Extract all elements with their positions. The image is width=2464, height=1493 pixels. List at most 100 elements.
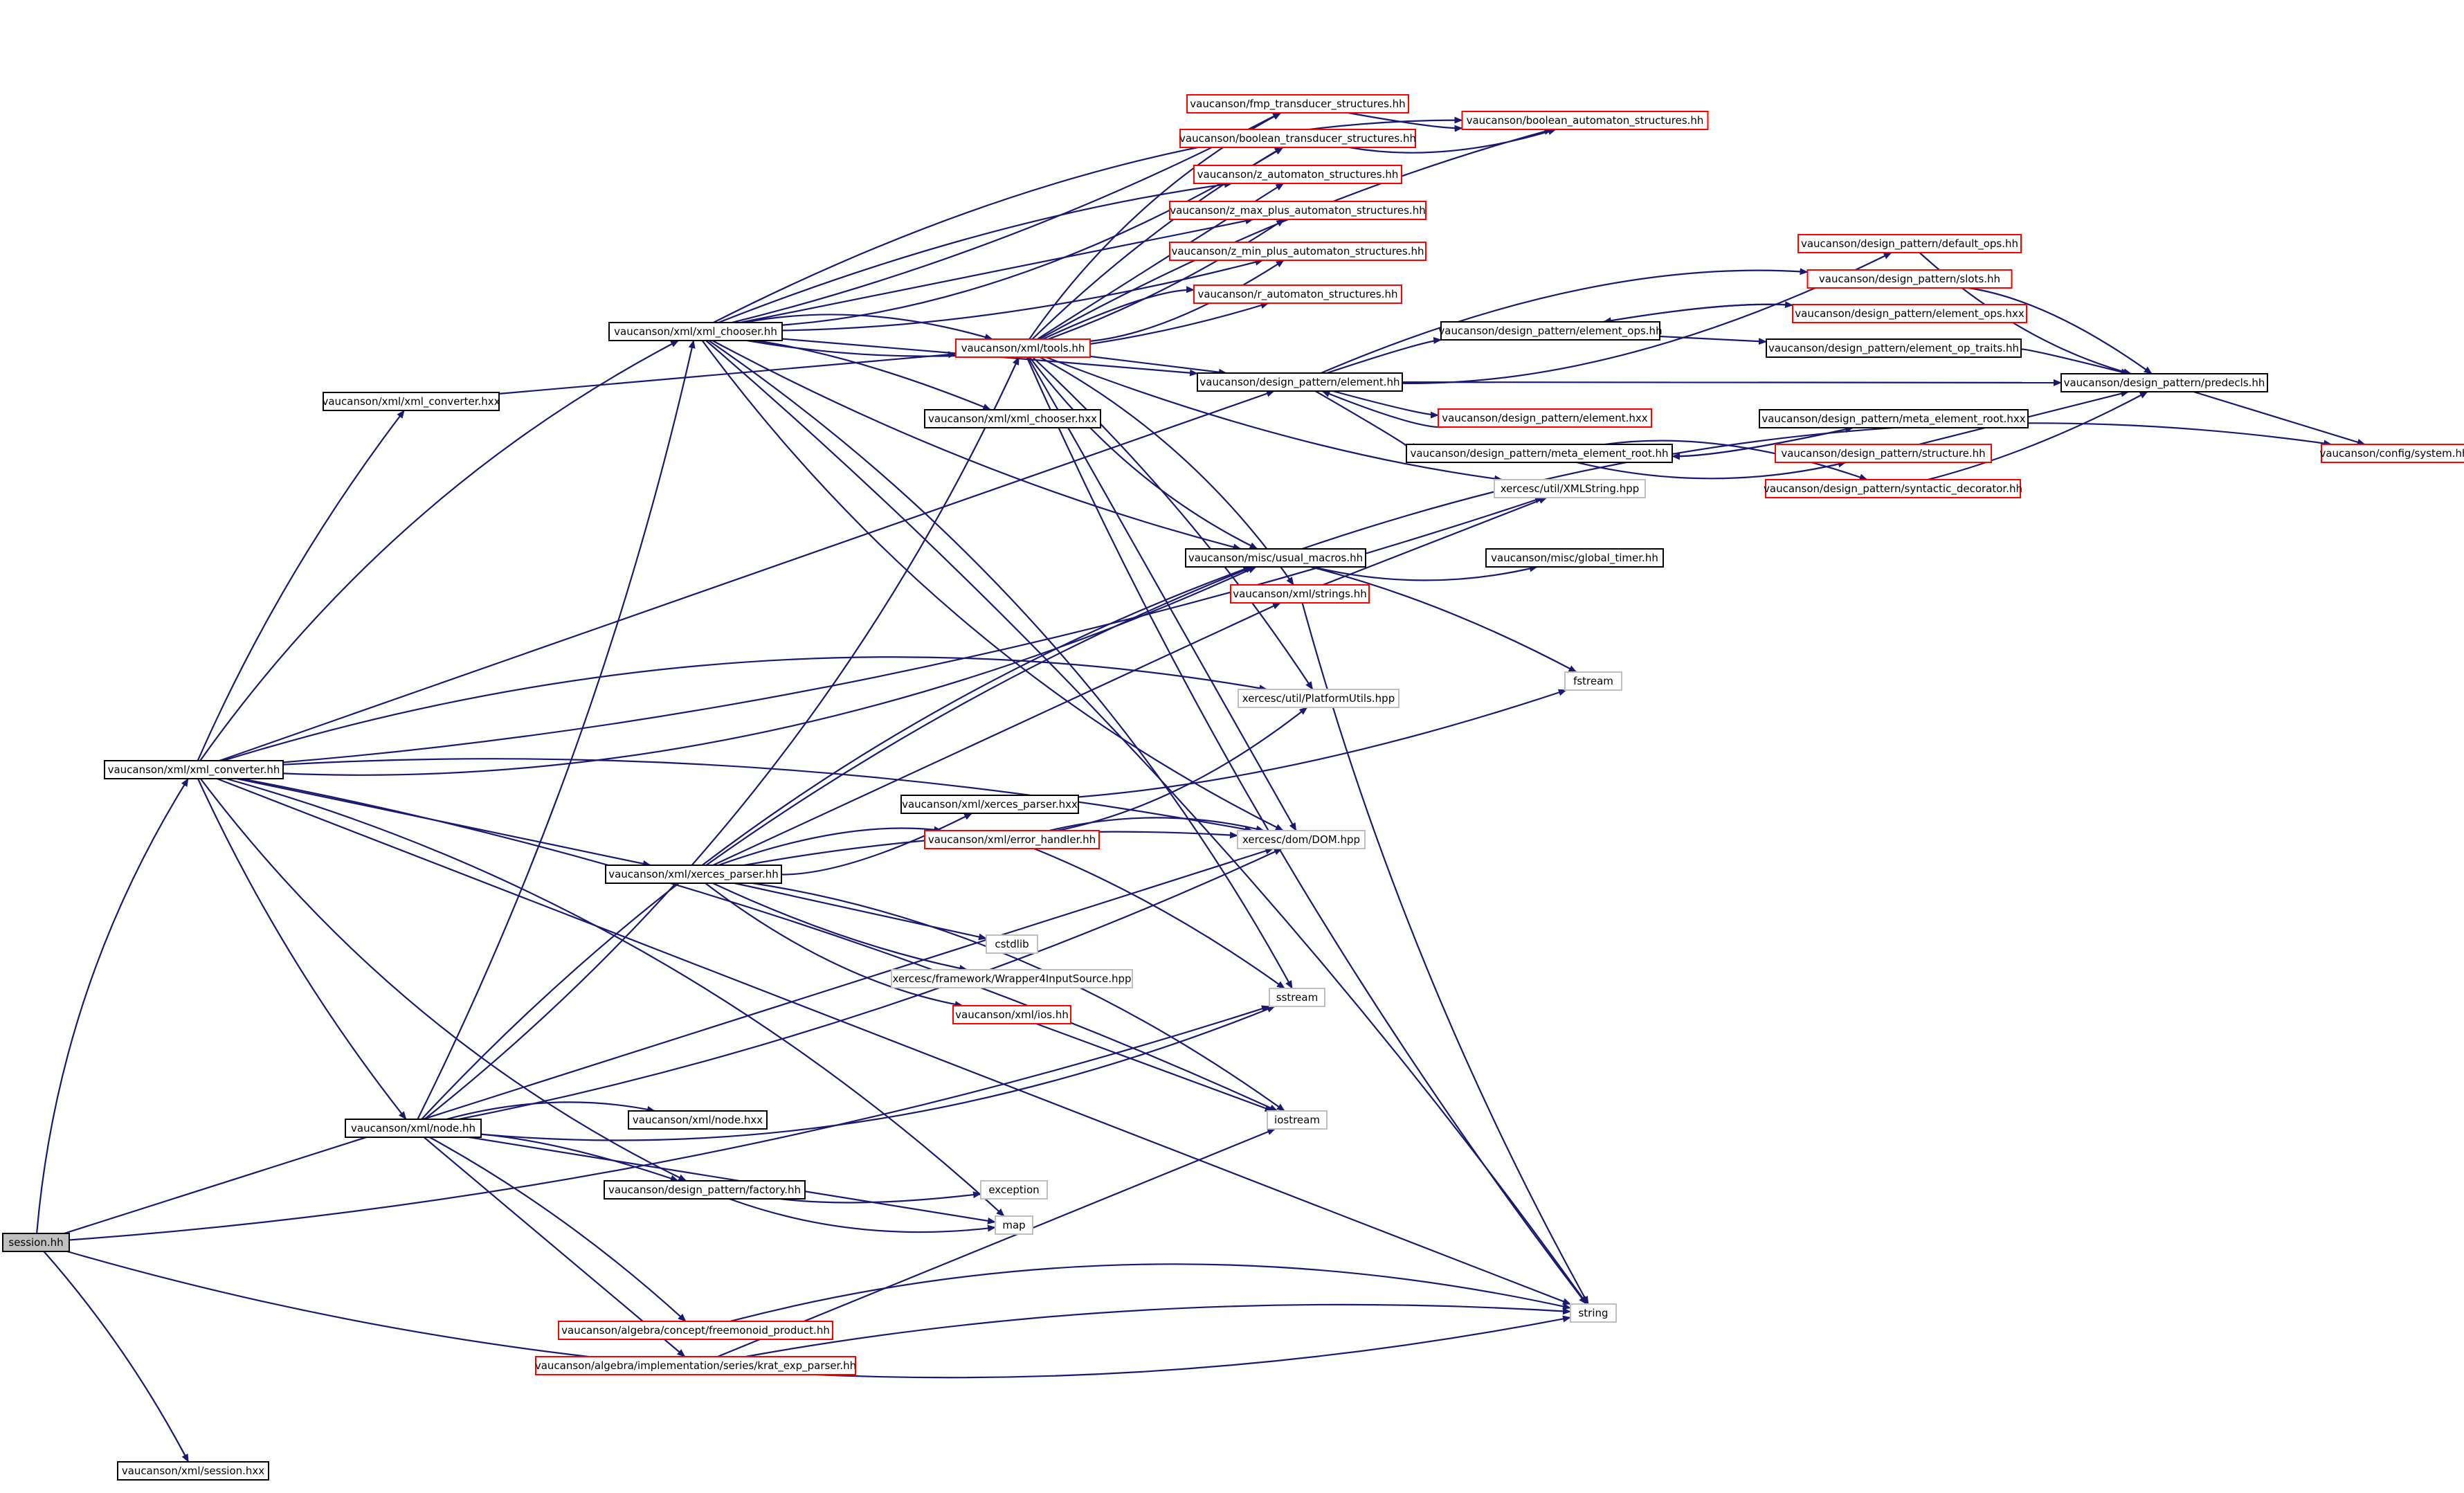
node-box-bool_auto[interactable] <box>1461 111 1709 130</box>
node-session[interactable]: session.hh <box>2 1233 70 1252</box>
node-usual_macros[interactable]: vaucanson/misc/usual_macros.hh <box>1185 548 1366 568</box>
node-factory[interactable]: vaucanson/design_pattern/factory.hh <box>604 1180 806 1200</box>
node-box-strings[interactable] <box>1230 584 1370 604</box>
node-xerces_parser_hxx[interactable]: vaucanson/xml/xerces_parser.hxx <box>900 795 1079 814</box>
node-box-xml_chooser_hxx[interactable] <box>924 409 1101 428</box>
node-box-element_op_traits[interactable] <box>1766 338 2022 358</box>
node-box-xml_converter_hxx[interactable] <box>323 392 500 411</box>
node-box-default_ops[interactable] <box>1797 234 2022 253</box>
node-predecls[interactable]: vaucanson/design_pattern/predecls.hh <box>2060 373 2268 392</box>
node-box-element_ops_hxx[interactable] <box>1792 304 2027 323</box>
node-box-element_hh[interactable] <box>1197 372 1403 392</box>
node-structure[interactable]: vaucanson/design_pattern/structure.hh <box>1775 444 1992 463</box>
node-box-sstream[interactable] <box>1269 988 1325 1007</box>
node-box-factory[interactable] <box>604 1180 806 1200</box>
node-cstdlib[interactable]: cstdlib <box>986 934 1038 954</box>
node-box-krat_exp[interactable] <box>535 1356 856 1375</box>
node-box-exception[interactable] <box>980 1180 1048 1200</box>
node-xmlstring[interactable]: xercesc/util/XMLString.hpp <box>1494 479 1646 498</box>
node-box-predecls[interactable] <box>2060 373 2268 392</box>
node-box-tools[interactable] <box>955 338 1091 358</box>
node-system[interactable]: vaucanson/config/system.hh <box>2319 444 2464 463</box>
node-element_ops_hxx[interactable]: vaucanson/design_pattern/element_ops.hxx <box>1792 304 2027 323</box>
node-fmp[interactable]: vaucanson/fmp_transducer_structures.hh <box>1186 94 1409 114</box>
node-box-fstream[interactable] <box>1564 671 1622 691</box>
node-xml_converter_hxx[interactable]: vaucanson/xml/xml_converter.hxx <box>322 392 500 411</box>
node-box-slots[interactable] <box>1806 269 2013 289</box>
node-box-xml_chooser_hh[interactable] <box>608 322 783 341</box>
node-box-session_hxx[interactable] <box>117 1461 269 1481</box>
node-strings[interactable]: vaucanson/xml/strings.hh <box>1230 584 1370 604</box>
node-bool_trans[interactable]: vaucanson/boolean_transducer_structures.… <box>1179 129 1416 148</box>
node-box-node_hxx[interactable] <box>628 1110 768 1130</box>
node-z_max[interactable]: vaucanson/z_max_plus_automaton_structure… <box>1169 201 1426 220</box>
node-element_hh[interactable]: vaucanson/design_pattern/element.hh <box>1197 372 1403 392</box>
node-platform[interactable]: xercesc/util/PlatformUtils.hpp <box>1238 689 1399 708</box>
node-fstream[interactable]: fstream <box>1564 671 1622 691</box>
node-xml_converter_hh[interactable]: vaucanson/xml/xml_converter.hh <box>104 760 284 779</box>
node-freemonoid[interactable]: vaucanson/algebra/concept/freemonoid_pro… <box>558 1321 833 1340</box>
node-meta_root[interactable]: vaucanson/design_pattern/meta_element_ro… <box>1759 409 2029 428</box>
node-box-error_handler[interactable] <box>924 830 1100 849</box>
node-wrapper[interactable]: xercesc/framework/Wrapper4InputSource.hp… <box>891 969 1133 988</box>
node-box-z_min[interactable] <box>1169 242 1426 261</box>
node-meta_hh[interactable]: vaucanson/design_pattern/meta_element_ro… <box>1406 444 1673 463</box>
node-ios[interactable]: vaucanson/xml/ios.hh <box>952 1005 1071 1024</box>
node-z_auto[interactable]: vaucanson/z_automaton_structures.hh <box>1193 165 1402 184</box>
node-box-xerces_parser_hxx[interactable] <box>900 795 1079 814</box>
node-box-platform[interactable] <box>1238 689 1399 708</box>
node-box-dom[interactable] <box>1237 830 1366 849</box>
node-exception[interactable]: exception <box>980 1180 1048 1200</box>
node-session_hxx[interactable]: vaucanson/xml/session.hxx <box>117 1461 269 1481</box>
node-box-meta_root[interactable] <box>1759 409 2029 428</box>
node-slots[interactable]: vaucanson/design_pattern/slots.hh <box>1806 269 2013 289</box>
node-element_op_traits[interactable]: vaucanson/design_pattern/element_op_trai… <box>1766 338 2022 358</box>
node-box-syntactic[interactable] <box>1765 479 2021 498</box>
node-box-cstdlib[interactable] <box>986 934 1038 954</box>
node-node_hh[interactable]: vaucanson/xml/node.hh <box>345 1119 482 1138</box>
node-box-element_hxx[interactable] <box>1438 408 1652 428</box>
node-box-system[interactable] <box>2321 444 2464 463</box>
node-iostream[interactable]: iostream <box>1267 1110 1328 1130</box>
node-krat_exp[interactable]: vaucanson/algebra/implementation/series/… <box>535 1356 856 1375</box>
node-element_hxx[interactable]: vaucanson/design_pattern/element.hxx <box>1438 408 1652 428</box>
node-box-global_timer[interactable] <box>1485 548 1664 568</box>
node-box-fmp[interactable] <box>1186 94 1409 114</box>
node-box-session[interactable] <box>2 1233 70 1252</box>
node-box-usual_macros[interactable] <box>1185 548 1366 568</box>
node-r_auto[interactable]: vaucanson/r_automaton_structures.hh <box>1193 284 1402 304</box>
node-string[interactable]: string <box>1570 1303 1617 1323</box>
node-sstream[interactable]: sstream <box>1269 988 1325 1007</box>
node-box-meta_hh[interactable] <box>1406 444 1673 463</box>
node-box-bool_trans[interactable] <box>1179 129 1416 148</box>
node-box-string[interactable] <box>1570 1303 1617 1323</box>
node-box-xerces_parser_hh[interactable] <box>605 865 782 884</box>
node-box-structure[interactable] <box>1775 444 1992 463</box>
node-xml_chooser_hxx[interactable]: vaucanson/xml/xml_chooser.hxx <box>924 409 1101 428</box>
node-z_min[interactable]: vaucanson/z_min_plus_automaton_structure… <box>1169 242 1426 261</box>
node-syntactic[interactable]: vaucanson/design_pattern/syntactic_decor… <box>1764 479 2022 498</box>
node-box-xml_converter_hh[interactable] <box>104 760 284 779</box>
node-box-element_ops_hh[interactable] <box>1440 321 1660 341</box>
node-box-freemonoid[interactable] <box>558 1321 833 1340</box>
node-bool_auto[interactable]: vaucanson/boolean_automaton_structures.h… <box>1461 111 1709 130</box>
node-tools[interactable]: vaucanson/xml/tools.hh <box>955 338 1091 358</box>
node-global_timer[interactable]: vaucanson/misc/global_timer.hh <box>1485 548 1664 568</box>
node-dom[interactable]: xercesc/dom/DOM.hpp <box>1237 830 1366 849</box>
node-box-xmlstring[interactable] <box>1494 479 1646 498</box>
node-box-wrapper[interactable] <box>891 969 1133 988</box>
node-node_hxx[interactable]: vaucanson/xml/node.hxx <box>628 1110 768 1130</box>
node-box-r_auto[interactable] <box>1193 284 1402 304</box>
node-box-ios[interactable] <box>952 1005 1071 1024</box>
node-error_handler[interactable]: vaucanson/xml/error_handler.hh <box>924 830 1100 849</box>
node-element_ops_hh[interactable]: vaucanson/design_pattern/element_ops.hh <box>1438 321 1663 341</box>
node-box-map[interactable] <box>995 1215 1033 1235</box>
node-box-iostream[interactable] <box>1267 1110 1328 1130</box>
node-map[interactable]: map <box>995 1215 1033 1235</box>
node-default_ops[interactable]: vaucanson/design_pattern/default_ops.hh <box>1797 234 2022 253</box>
node-box-z_auto[interactable] <box>1193 165 1402 184</box>
node-xml_chooser_hh[interactable]: vaucanson/xml/xml_chooser.hh <box>608 322 783 341</box>
node-box-z_max[interactable] <box>1169 201 1426 220</box>
node-box-node_hh[interactable] <box>345 1119 482 1138</box>
node-xerces_parser_hh[interactable]: vaucanson/xml/xerces_parser.hh <box>605 865 782 884</box>
